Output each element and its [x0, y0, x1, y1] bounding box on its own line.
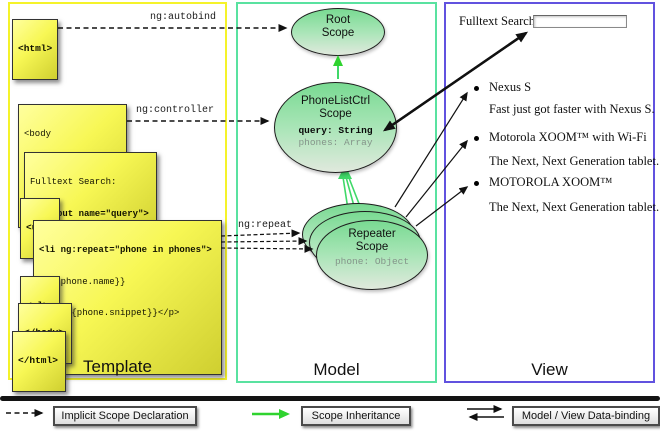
view-item-name: Motorola XOOM™ with Wi-Fi [489, 130, 647, 144]
ng-autobind-label: ng:autobind [150, 12, 217, 23]
code-line: </html> [18, 355, 58, 366]
scope-property: phone: Object [334, 256, 410, 267]
view-item-snippet: Fast just got faster with Nexus S. [489, 102, 655, 116]
view-item-name: Nexus S [489, 80, 532, 94]
view-search-label: Fulltext Search: [459, 14, 539, 28]
code-line: {{phone.name}} [39, 276, 126, 287]
ng-repeat-label: ng:repeat [238, 220, 293, 231]
html-close-tag-box: </html> [12, 331, 66, 392]
view-item-name: MOTOROLA XOOM™ [489, 175, 613, 189]
ng-controller-label: ng:controller [136, 105, 215, 116]
root-scope-ellipse: Root Scope [291, 8, 385, 56]
code-line: Fulltext Search: [30, 177, 117, 187]
legend-data-binding: Model / View Data-binding [512, 406, 660, 426]
code-line: <html> [18, 43, 53, 54]
model-column [236, 2, 437, 383]
list-bullet [474, 136, 479, 141]
scope-title: PhoneListCtrl [300, 95, 371, 107]
list-bullet [474, 181, 479, 186]
html-open-tag-box: <html> [12, 19, 58, 80]
view-column-label: View [531, 360, 568, 379]
scope-title: Root [325, 14, 351, 26]
legend-implicit-scope: Implicit Scope Declaration [53, 406, 197, 426]
scope-title: Scope [319, 108, 352, 120]
legend-scope-inheritance: Scope Inheritance [301, 406, 411, 426]
scope-title: Scope [321, 27, 355, 39]
view-item-snippet: The Next, Next Generation tablet. [489, 200, 660, 214]
view-item-snippet: The Next, Next Generation tablet. [489, 154, 660, 168]
scope-title: Repeater [348, 228, 396, 240]
scope-property: phones: Array [298, 137, 373, 148]
code-line: <li ng:repeat="phone in phones"> [39, 245, 212, 255]
list-bullet [474, 86, 479, 91]
view-column [444, 2, 655, 383]
phonelistctrl-scope-ellipse: PhoneListCtrl Scope query: String phones… [274, 82, 397, 173]
code-line: <p>{{phone.snippet}}</p> [39, 308, 180, 318]
template-column [8, 2, 227, 380]
repeater-scope-ellipse: Repeater Scope phone: Object [316, 220, 428, 290]
view-search-input[interactable] [533, 15, 627, 28]
code-line: <body [24, 129, 52, 139]
scope-property: query: String [298, 125, 373, 136]
scope-title: Scope [355, 241, 389, 253]
model-column-label: Model [313, 360, 360, 379]
template-column-label: Template [83, 357, 152, 376]
legend-separator [0, 396, 660, 401]
